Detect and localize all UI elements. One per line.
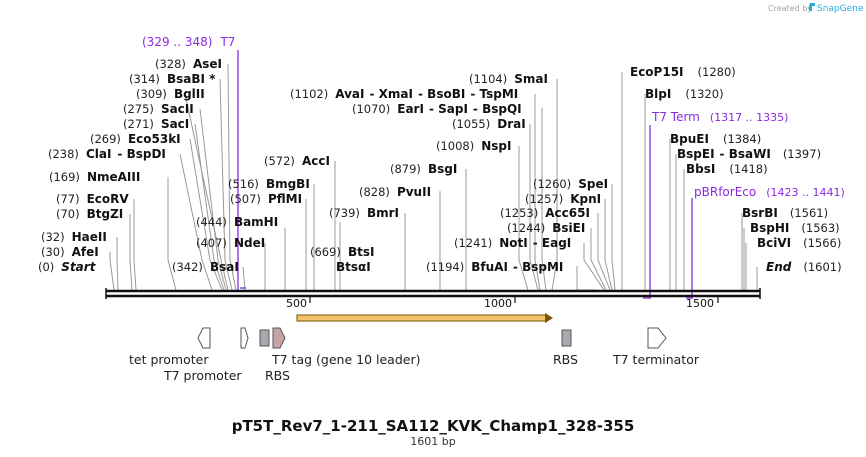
enzyme-label: BpuEI(1384) xyxy=(670,132,761,146)
enzyme-label: BciVI(1566) xyxy=(757,236,841,250)
feature-label-rbs-2: RBS xyxy=(553,352,578,367)
plasmid-title: pT5T_Rev7_1-211_SA112_KVK_Champ1_328-355 xyxy=(232,417,635,435)
enzyme-connector-lines xyxy=(109,63,758,291)
enzyme-label: (32)HaeII xyxy=(41,230,107,244)
enzyme-label: (739)BmrI xyxy=(329,206,399,220)
enzyme-label: (1241)NotI- EagI xyxy=(454,236,571,250)
t7-tag-arrow-icon xyxy=(272,327,286,349)
enzyme-label: (77)EcoRV xyxy=(56,192,129,206)
enzyme-label: (1104)SmaI xyxy=(469,72,548,86)
enzyme-label: BspEI- BsaWI(1397) xyxy=(677,147,821,161)
credit-brand: SnapGene xyxy=(817,4,864,14)
plasmid-length: 1601 bp xyxy=(410,435,455,448)
feature-label-t7-terminator: T7 terminator xyxy=(612,352,700,367)
tet-promoter-arrow-icon xyxy=(197,327,211,349)
primer-t7: (329 .. 348)T7 xyxy=(142,35,235,49)
enzyme-label: (572)AccI xyxy=(264,154,330,168)
enzyme-label: (269)Eco53kI xyxy=(90,132,181,146)
enzyme-label: (169)NmeAIII xyxy=(49,170,140,184)
feature-label-t7-promoter: T7 promoter xyxy=(163,368,242,383)
enzyme-label: (407)NdeI xyxy=(196,236,265,250)
enzyme-label: (271)SacI xyxy=(123,117,189,131)
snapgene-logo-icon xyxy=(809,3,815,11)
enzyme-label: (669)BtsI xyxy=(310,245,374,259)
enzyme-label: (328)AseI xyxy=(155,57,222,71)
enzyme-label: (1257)KpnI xyxy=(525,192,601,206)
scale-tick-500: 500 xyxy=(286,297,307,310)
enzyme-label: (1102)AvaI- XmaI- BsoBI- TspMI xyxy=(290,87,518,101)
feature-label-t7-tag: T7 tag (gene 10 leader) xyxy=(271,352,420,367)
scale-ticks: 500 1000 1500 xyxy=(286,296,719,310)
feature-label-tet-promoter: tet promoter xyxy=(129,352,209,367)
scale-tick-1500: 1500 xyxy=(686,297,714,310)
enzyme-label: BtsαI xyxy=(336,260,371,274)
t7-promoter-arrow-icon xyxy=(240,327,249,349)
enzyme-label: (1008)NspI xyxy=(436,139,512,153)
enzyme-label: BlpI(1320) xyxy=(645,87,724,101)
feature-glyphs xyxy=(197,327,667,349)
credit-text: Created by xyxy=(768,4,812,13)
enzyme-label: (1194)BfuAI- BspMI xyxy=(426,260,563,274)
enzyme-label: (1260)SpeI xyxy=(533,177,608,191)
primer-pbrforeco: pBRforEco(1423 .. 1441) xyxy=(694,185,845,199)
enzyme-label: EcoP15I(1280) xyxy=(630,65,736,79)
enzyme-label: BspHI(1563) xyxy=(750,221,840,235)
enzyme-label: (1244)BsiEI xyxy=(507,221,585,235)
enzyme-label: (444)BamHI xyxy=(196,215,278,229)
t7-terminator-arrow-icon xyxy=(647,327,667,349)
enzyme-label: (1055)DraI xyxy=(452,117,526,131)
rbs-box-icon xyxy=(259,329,270,347)
dna-backbone xyxy=(105,288,761,299)
enzyme-label: BbsI(1418) xyxy=(686,162,768,176)
enzyme-label: (70)BtgZI xyxy=(56,207,123,221)
enzyme-label: (828)PvuII xyxy=(359,185,431,199)
enzyme-label: (309)BglII xyxy=(136,87,205,101)
enzyme-label: (275)SacII xyxy=(123,102,194,116)
enzyme-label: (879)BsgI xyxy=(390,162,457,176)
enzyme-label: (238)ClaI- BspDI xyxy=(48,147,166,161)
enzyme-label: (30)AfeI xyxy=(41,245,99,259)
scale-tick-1000: 1000 xyxy=(484,297,512,310)
enzyme-label: (314)BsaBI * xyxy=(129,72,216,86)
feature-label-rbs-1: RBS xyxy=(265,368,290,383)
enzyme-label: (516)BmgBI xyxy=(228,177,310,191)
enzyme-label: (1253)Acc65I xyxy=(500,206,590,220)
enzyme-label: BsrBI(1561) xyxy=(742,206,828,220)
rbs-box-icon xyxy=(561,329,572,347)
enzyme-label: End(1601) xyxy=(766,260,842,274)
primer-t7-term: T7 Term(1317 .. 1335) xyxy=(651,110,788,124)
primer-markers xyxy=(237,50,693,299)
enzyme-label: (342)BsaI xyxy=(172,260,239,274)
enzyme-label: (1070)EarI- SapI- BspQI xyxy=(352,102,522,116)
enzyme-label: (0)Start xyxy=(38,260,97,274)
orf-arrow xyxy=(296,313,553,323)
enzyme-label: (507)PflMI xyxy=(230,192,302,206)
